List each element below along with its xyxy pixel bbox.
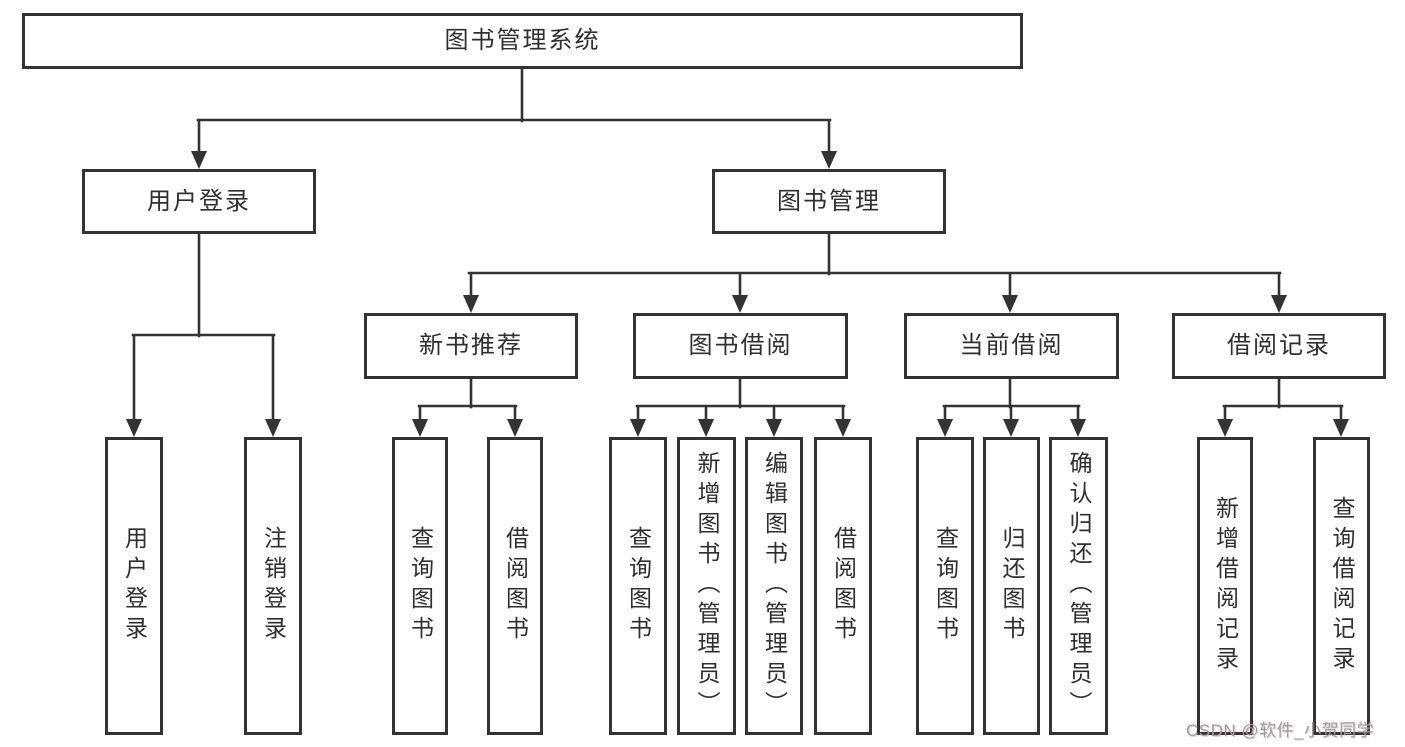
- node-book-management: 图书管理: [712, 169, 946, 234]
- node-label: 图书管理: [777, 187, 881, 215]
- node-label: 新增借阅记录: [1212, 496, 1239, 676]
- node-user-login: 用户登录: [82, 169, 316, 234]
- node-query-book-recommend: 查询图书: [392, 437, 448, 735]
- node-query-book-current: 查询图书: [916, 437, 974, 735]
- node-label: 编辑图书（管理员）: [761, 451, 788, 721]
- node-confirm-return-admin: 确认归还（管理员）: [1049, 437, 1108, 735]
- node-label: 查询图书: [932, 526, 959, 646]
- node-label: 当前借阅: [959, 332, 1064, 359]
- node-logout: 注销登录: [244, 437, 302, 735]
- node-label: 新书推荐: [419, 332, 523, 359]
- node-add-book-admin: 新增图书（管理员）: [677, 437, 736, 735]
- node-label: 图书借阅: [688, 332, 793, 359]
- node-label: 借阅图书: [830, 526, 857, 646]
- node-new-book-recommend: 新书推荐: [364, 313, 578, 379]
- node-library-management-system: 图书管理系统: [22, 13, 1023, 69]
- node-label: 新增图书（管理员）: [694, 451, 720, 721]
- node-return-book: 归还图书: [983, 437, 1040, 735]
- node-query-borrow-record: 查询借阅记录: [1313, 437, 1370, 735]
- node-label: 借阅图书: [502, 526, 529, 646]
- node-label: 用户登录: [121, 526, 148, 646]
- node-label: 查询借阅记录: [1329, 496, 1355, 676]
- node-label: 确认归还（管理员）: [1066, 451, 1092, 721]
- csdn-watermark: CSDN @软件_小贺同学: [1186, 721, 1375, 740]
- node-current-borrowing: 当前借阅: [904, 313, 1119, 379]
- node-add-borrow-record: 新增借阅记录: [1197, 437, 1253, 735]
- node-edit-book-admin: 编辑图书（管理员）: [745, 437, 803, 735]
- node-label: 用户登录: [147, 187, 251, 215]
- node-label: 借阅记录: [1227, 332, 1331, 359]
- node-label: 图书管理系统: [444, 27, 601, 54]
- node-borrow-records: 借阅记录: [1172, 313, 1386, 379]
- node-borrow-book-recommend: 借阅图书: [487, 437, 543, 735]
- node-label: 归还图书: [999, 526, 1025, 646]
- node-query-book-borrowing: 查询图书: [609, 437, 667, 735]
- node-label: 查询图书: [625, 526, 652, 646]
- node-borrow-book-borrowing: 借阅图书: [814, 437, 872, 735]
- node-book-borrowing: 图书借阅: [633, 313, 848, 379]
- node-user-login-leaf: 用户登录: [105, 437, 163, 735]
- node-label: 注销登录: [260, 526, 287, 646]
- node-label: 查询图书: [407, 526, 434, 646]
